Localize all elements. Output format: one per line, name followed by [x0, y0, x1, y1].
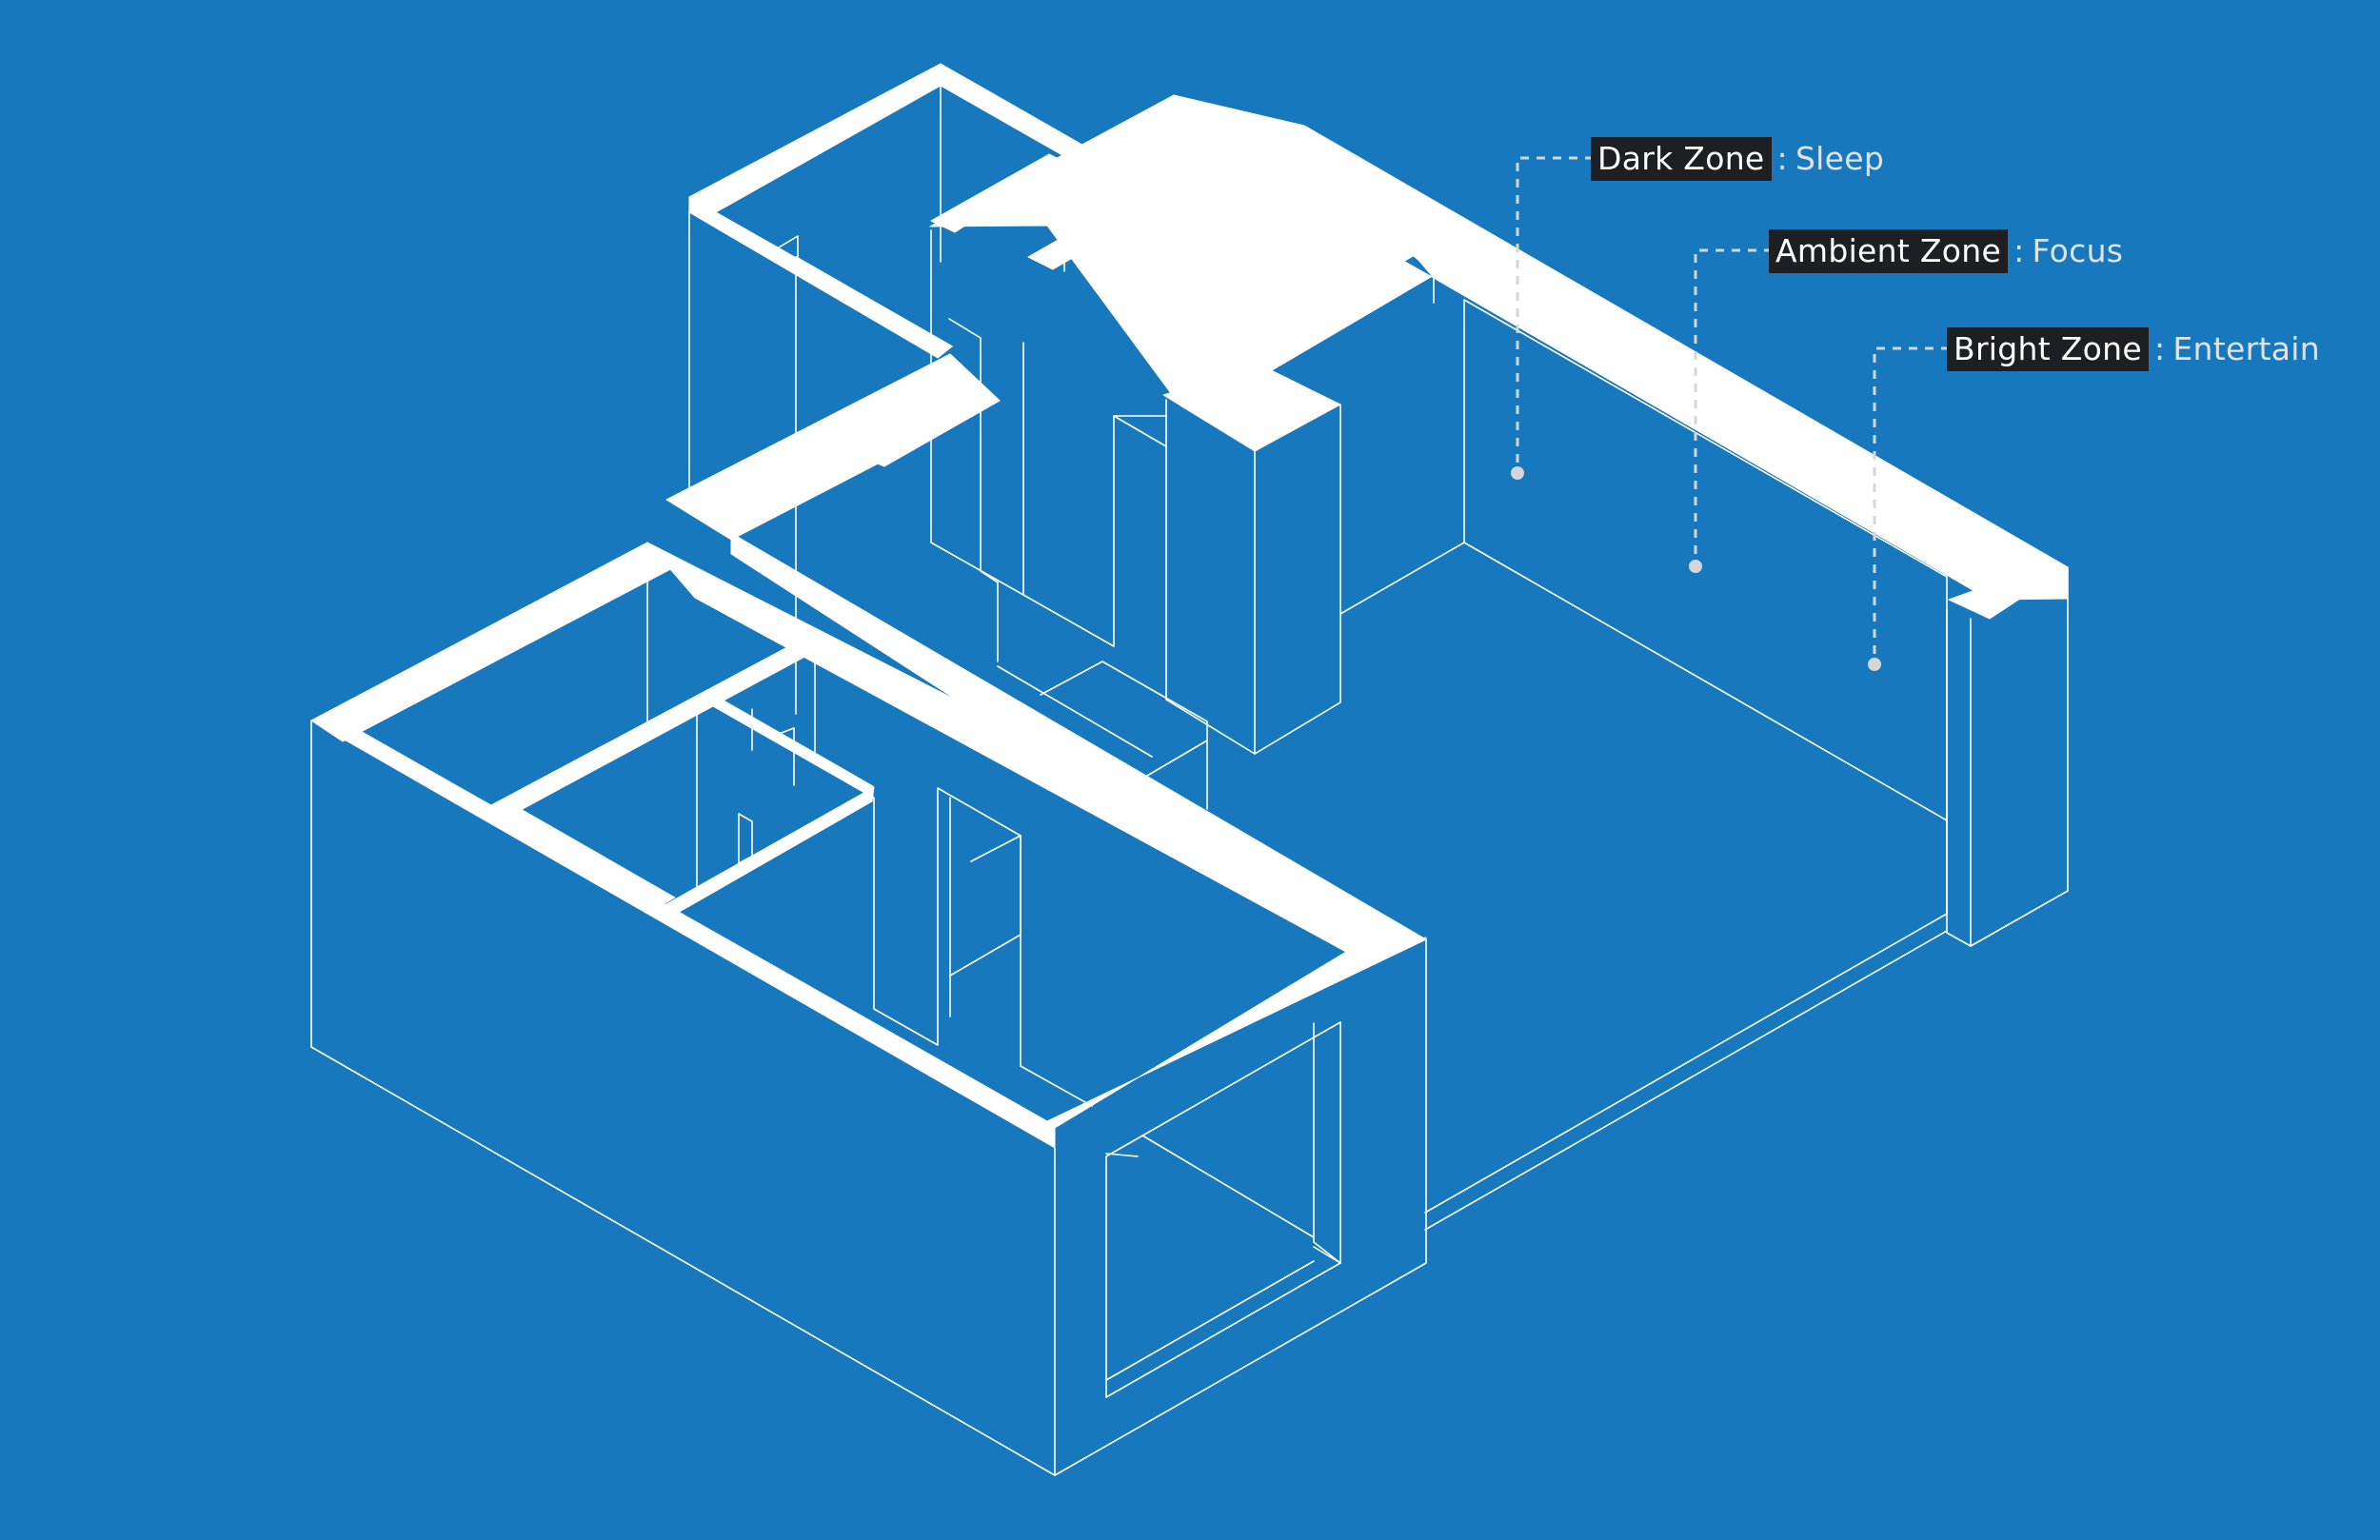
marker-dark-zone: [1511, 466, 1524, 480]
marker-bright-zone: [1868, 658, 1881, 671]
zone-name-tag: Ambient Zone: [1769, 229, 2009, 273]
wall-top-left-diag: [688, 196, 953, 359]
zone-label-ambient: Ambient Zone : Focus: [1769, 229, 2123, 273]
wall-top-divider-c: [665, 786, 875, 918]
marker-ambient-zone: [1689, 560, 1702, 573]
zone-leaders: [1511, 156, 1950, 671]
wall-tops: [310, 63, 2069, 1149]
zone-separator: :: [2153, 330, 2166, 367]
wall-top-left-upper: [665, 353, 1001, 541]
zone-activity: Focus: [2032, 232, 2124, 269]
zone-activity: Sleep: [1795, 140, 1885, 177]
zone-name-tag: Dark Zone: [1591, 137, 1772, 181]
zone-separator: :: [1776, 140, 1788, 177]
zone-activity: Entertain: [2172, 330, 2320, 367]
zone-name-tag: Bright Zone: [1947, 327, 2149, 371]
wall-top-divider-a: [490, 638, 822, 818]
wall-top-mid-ridge: [929, 94, 1445, 397]
wall-top-front-rim-front: [310, 712, 1056, 1149]
wall-top-front-rim-inner: [730, 532, 1427, 953]
wall-top-front-rim-left: [310, 542, 679, 742]
wall-top-front-corner: [1046, 938, 1427, 1148]
zone-label-dark: Dark Zone : Sleep: [1591, 137, 1884, 181]
wall-top-divider-b: [490, 804, 676, 905]
zone-label-bright: Bright Zone : Entertain: [1947, 327, 2320, 371]
wall-top-divider-d: [699, 693, 874, 799]
outline-edges: [310, 75, 2069, 1476]
zone-separator: :: [2013, 232, 2025, 269]
